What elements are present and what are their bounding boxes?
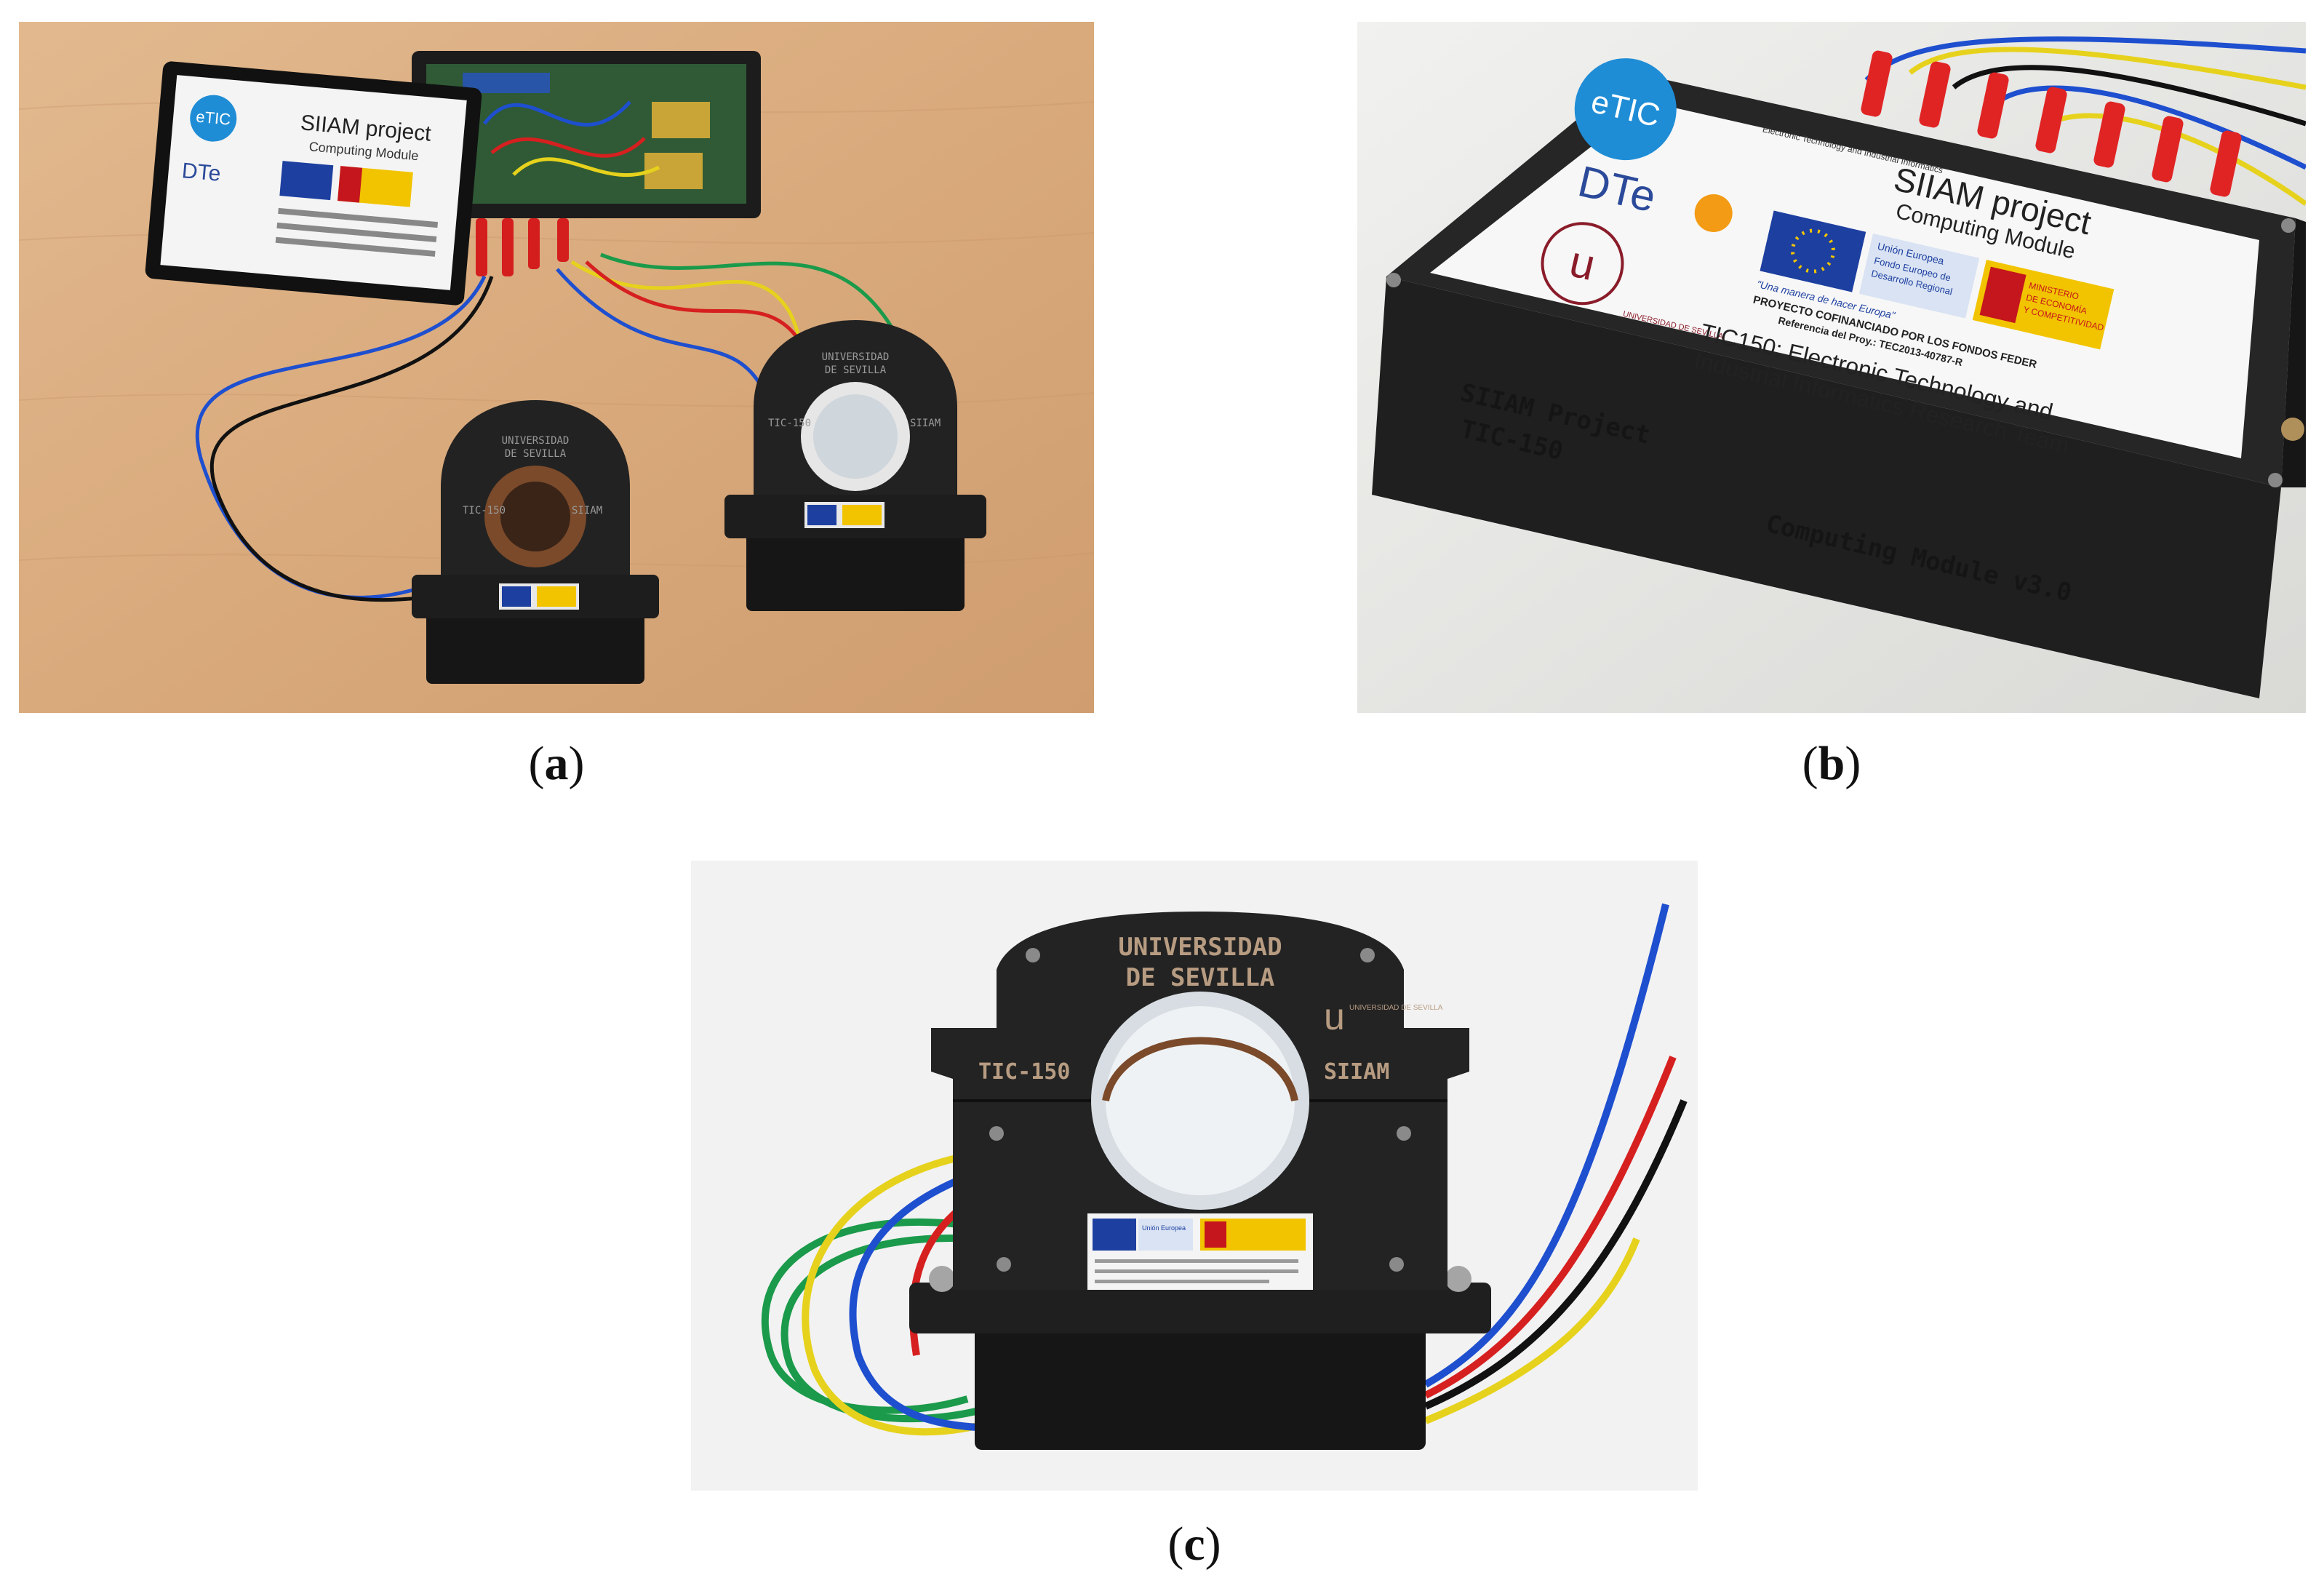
- spain-coat-of-arms-icon: [1205, 1221, 1226, 1248]
- transformer: [652, 102, 710, 138]
- sensor-right-top-text: UNIVERSIDAD: [822, 351, 890, 363]
- cables-left: [761, 1148, 1006, 1436]
- sensor-left-code: TIC-150: [463, 505, 506, 517]
- screws: [989, 948, 1411, 1272]
- dte-e-icon: [1694, 194, 1733, 232]
- caption-b-letter: b: [1818, 737, 1845, 790]
- current-sensor-left: UNIVERSIDAD DE SEVILLA TIC-150 SIIAM: [412, 400, 659, 684]
- sensor-project-text: SIIAM: [1324, 1059, 1389, 1085]
- caption-a: (a): [528, 737, 585, 790]
- photo-panel-c: UNIVERSIDAD DE SEVILLA TIC-150 SIIAM u U…: [691, 861, 1698, 1491]
- sensor-right-bottom-text: DE SEVILLA: [825, 364, 887, 376]
- sensor-top-text: UNIVERSIDAD: [1118, 933, 1282, 962]
- etic-logo-icon: [1574, 58, 1677, 161]
- sensor-base: [975, 1326, 1426, 1450]
- bolt-right-icon: [1445, 1266, 1472, 1292]
- caption-a-letter: a: [544, 737, 569, 790]
- funding-sticker: Unión Europea: [1087, 1213, 1313, 1290]
- eu-flag-icon: [1760, 210, 1866, 292]
- sensor-left-project: SIIAM: [572, 505, 602, 517]
- photo-panel-b: eTIC Electronic Technology and Industria…: [1357, 22, 2306, 713]
- sensor-right-project: SIIAM: [910, 418, 941, 429]
- red-plugs: [1861, 50, 2242, 197]
- logo-etic: eTIC: [195, 108, 231, 129]
- eu-flag-icon: [279, 161, 334, 201]
- photo-b: eTIC Electronic Technology and Industria…: [1357, 22, 2306, 713]
- sensor-bottom-text: DE SEVILLA: [1126, 963, 1275, 992]
- university-u-logo: u: [1324, 996, 1345, 1038]
- caption-c: (c): [1167, 1518, 1221, 1571]
- caption-c-letter: c: [1183, 1518, 1205, 1571]
- enclosure-lid: eTIC DTe SIIAM project Computing Module: [145, 61, 482, 306]
- bolt-left-icon: [929, 1266, 955, 1292]
- red-connectors: [476, 218, 569, 276]
- eu-label: Unión Europea: [1142, 1224, 1186, 1232]
- sensor-left-bottom-text: DE SEVILLA: [505, 448, 567, 460]
- eu-flag-icon: [1093, 1219, 1136, 1251]
- university-arc-text: UNIVERSIDAD DE SEVILLA: [1349, 1004, 1443, 1012]
- photo-a: eTIC DTe SIIAM project Computing Module: [19, 22, 1094, 713]
- logo-dte: DTe: [181, 159, 222, 186]
- spain-coat-of-arms-icon: [1979, 266, 2026, 324]
- photo-c: UNIVERSIDAD DE SEVILLA TIC-150 SIIAM u U…: [691, 861, 1698, 1491]
- sensor-left-top-text: UNIVERSIDAD: [502, 435, 570, 447]
- university-seal: [1541, 222, 1624, 306]
- photo-panel-a: eTIC DTe SIIAM project Computing Module: [19, 22, 1094, 713]
- cables-right: [1423, 903, 1688, 1424]
- current-sensor-right: UNIVERSIDAD DE SEVILLA TIC-150 SIIAM: [724, 320, 986, 611]
- open-enclosure: [412, 51, 761, 218]
- sensor-code-text: TIC-150: [978, 1059, 1070, 1085]
- sensor-right-code: TIC-150: [768, 418, 811, 429]
- sensor-mount-plate: [909, 1283, 1491, 1333]
- caption-b: (b): [1802, 737, 1861, 790]
- side-connector: [2281, 418, 2304, 441]
